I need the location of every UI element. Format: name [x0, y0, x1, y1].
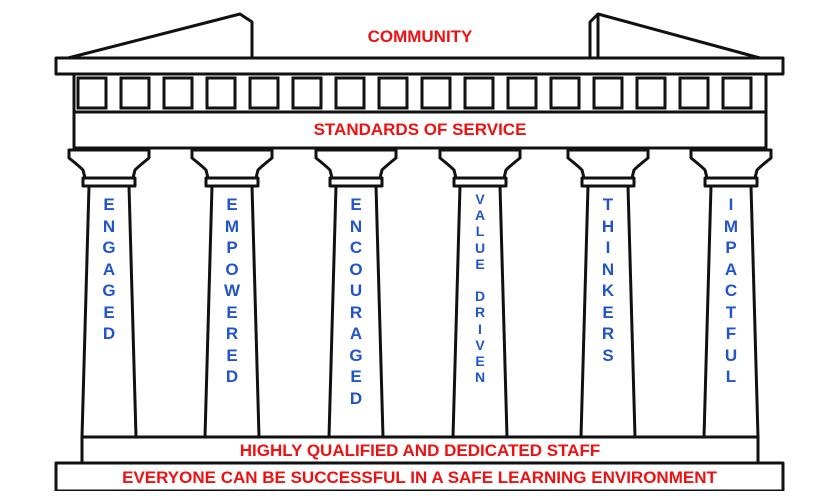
frieze-block [506, 76, 538, 110]
cornice [54, 56, 785, 76]
base-upper-step [80, 435, 760, 465]
column-capital [689, 148, 773, 180]
frieze-block [162, 76, 194, 110]
pediment-right [596, 12, 762, 60]
frieze-block [119, 76, 151, 110]
column-capital [314, 148, 398, 180]
frieze-block [76, 76, 108, 110]
column-shaft [80, 184, 138, 439]
column-capital [67, 148, 151, 180]
column-capital [190, 148, 274, 180]
frieze-block [592, 76, 624, 110]
frieze [72, 72, 768, 114]
frieze-block [377, 76, 409, 110]
column-shaft [702, 184, 760, 439]
frieze-block [334, 76, 366, 110]
base-upper-label: HIGHLY QUALIFIED AND DEDICATED STAFF [239, 441, 601, 460]
column-capital [438, 148, 522, 180]
frieze-block [721, 76, 753, 110]
frieze-block [549, 76, 581, 110]
column-shaft [327, 184, 385, 439]
column-capital [566, 148, 650, 180]
architrave [72, 110, 768, 150]
frieze-block [205, 76, 237, 110]
frieze-block [248, 76, 280, 110]
frieze-block [291, 76, 323, 110]
roof-label: COMMUNITY [367, 27, 473, 46]
column-shaft [451, 184, 509, 439]
column-shaft [203, 184, 261, 439]
pediment-left [66, 12, 254, 60]
entablature-label: STANDARDS OF SERVICE [313, 120, 527, 139]
frieze-block [463, 76, 495, 110]
frieze-block [678, 76, 710, 110]
frieze-block [420, 76, 452, 110]
base-lower-label: EVERYONE CAN BE SUCCESSFUL IN A SAFE LEA… [122, 468, 717, 487]
column-shaft [579, 184, 637, 439]
frieze-block [635, 76, 667, 110]
